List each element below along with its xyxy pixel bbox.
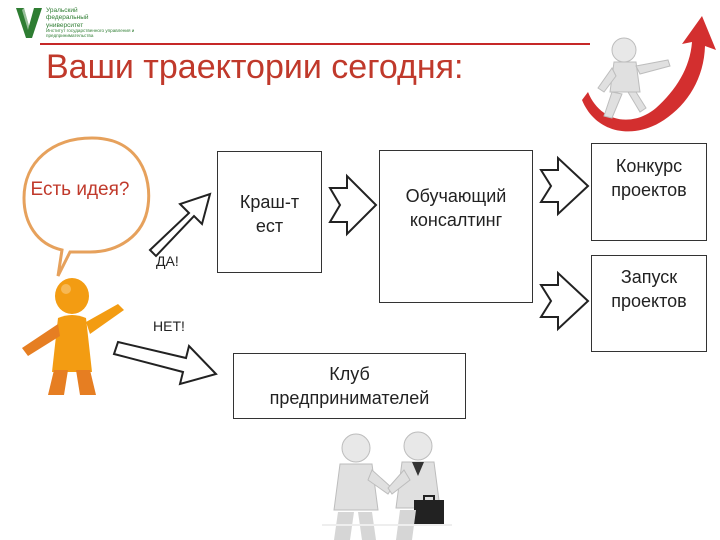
- consulting-label: Обучающий консалтинг: [405, 186, 507, 230]
- chevron-arrow-consult-launch: [539, 270, 590, 332]
- chevron-arrow-consult-contest: [539, 155, 590, 217]
- yes-arrow: [148, 192, 212, 258]
- page-title: Ваши траектории сегодня:: [46, 48, 464, 86]
- label-yes: ДА!: [156, 253, 179, 269]
- contest-box: Конкурс проектов: [591, 143, 707, 241]
- consulting-box: Обучающий консалтинг: [379, 150, 533, 303]
- chevron-arrow-crash-consult: [328, 173, 378, 237]
- university-logo: Уральский федеральный университет Инстит…: [14, 6, 174, 40]
- speech-bubble: [22, 136, 151, 277]
- crash-test-label: Краш-тест: [239, 192, 300, 236]
- label-no: НЕТ!: [153, 318, 185, 334]
- university-logo-icon: [16, 8, 42, 38]
- handshake-icon: [322, 431, 452, 540]
- crash-test-box: Краш-тест: [217, 151, 322, 273]
- thinking-person-icon: [22, 278, 124, 395]
- club-label: Клуб предпринимателей: [269, 364, 430, 408]
- title-rule: [40, 43, 590, 45]
- logo-subtitle: Институт государственного управления и п…: [46, 28, 135, 38]
- club-box: Клуб предпринимателей: [233, 353, 466, 419]
- bubble-text: Есть идея?: [30, 179, 130, 200]
- contest-label: Конкурс проектов: [611, 156, 687, 200]
- no-arrow: [112, 340, 218, 386]
- climbing-person-arrow-icon: [582, 16, 716, 132]
- launch-label: Запуск проектов: [611, 267, 687, 311]
- launch-box: Запуск проектов: [591, 255, 707, 352]
- logo-text: Уральский федеральный университет: [46, 7, 89, 29]
